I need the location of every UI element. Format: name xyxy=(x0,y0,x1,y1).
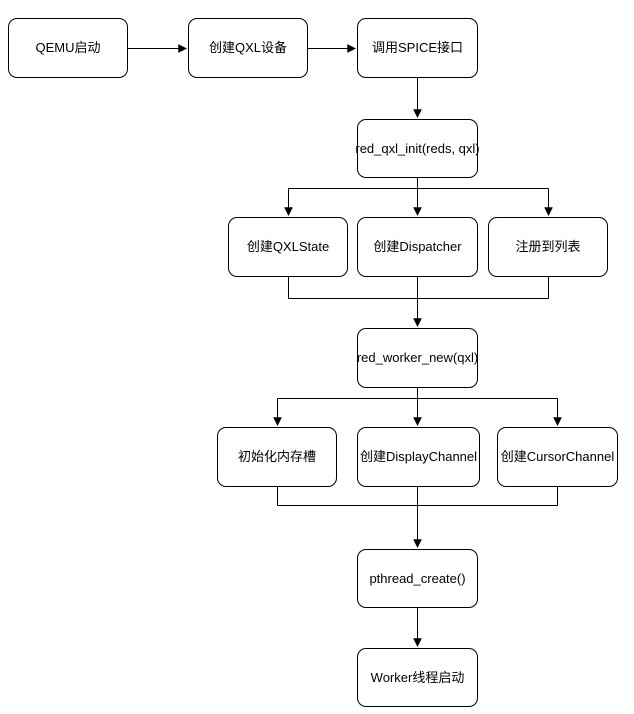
node-red-worker-new: red_worker_new(qxl) xyxy=(357,328,478,388)
node-qemu-start: QEMU启动 xyxy=(8,18,128,78)
node-pthread-create: pthread_create() xyxy=(357,549,478,608)
node-create-displaychannel: 创建DisplayChannel xyxy=(357,427,480,487)
node-create-qxlstate: 创建QXLState xyxy=(228,217,348,277)
node-call-spice-api: 调用SPICE接口 xyxy=(357,18,478,78)
node-init-memslots: 初始化内存槽 xyxy=(217,427,337,487)
node-worker-thread-start: Worker线程启动 xyxy=(357,648,478,707)
node-create-dispatcher: 创建Dispatcher xyxy=(357,217,478,277)
node-create-cursorchannel: 创建CursorChannel xyxy=(497,427,618,487)
node-red-qxl-init: red_qxl_init(reds, qxl) xyxy=(355,119,480,178)
node-create-qxl-device: 创建QXL设备 xyxy=(188,18,308,78)
node-register-to-list: 注册到列表 xyxy=(488,217,608,277)
